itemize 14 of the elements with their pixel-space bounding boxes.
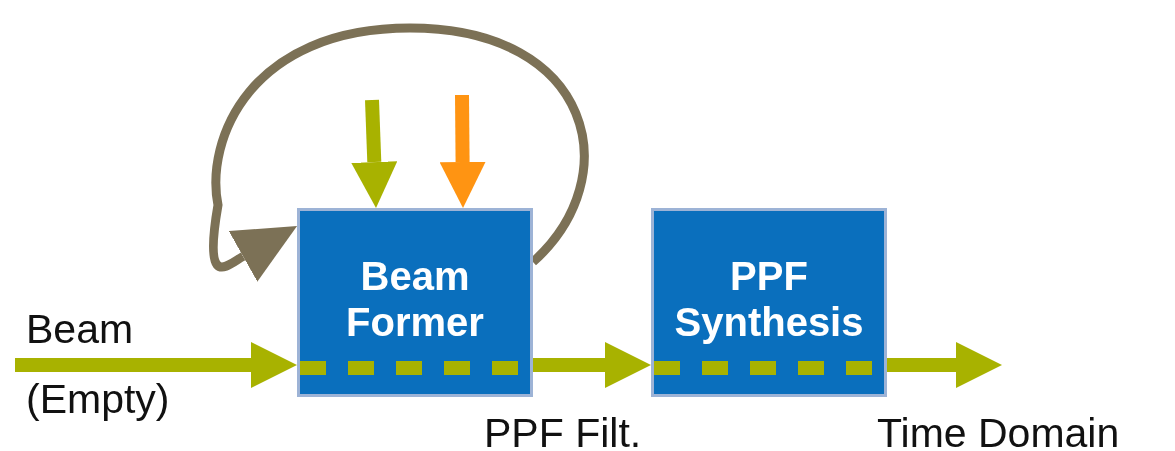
box-label: PPF Synthesis xyxy=(673,253,865,345)
signal-label: Time Domain xyxy=(877,410,1120,451)
process-box xyxy=(297,208,533,397)
process-box xyxy=(651,208,887,397)
arrow xyxy=(533,342,651,388)
arrow xyxy=(208,23,589,282)
signal-label: PPF Filt. xyxy=(484,410,642,451)
box-label: Beam Former xyxy=(345,253,485,345)
arrow xyxy=(351,99,398,208)
signal-label: Beam xyxy=(26,306,134,352)
arrow xyxy=(15,342,297,388)
arrow xyxy=(439,94,486,208)
signal-label: (Empty) xyxy=(26,376,170,422)
arrow xyxy=(887,342,1002,388)
